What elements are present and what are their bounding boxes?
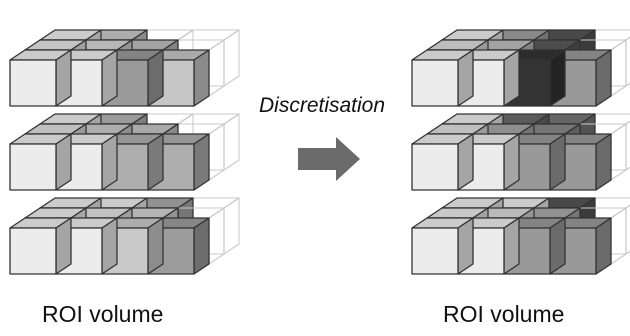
voxel-side-face (147, 49, 164, 107)
voxel-side-face (595, 133, 612, 191)
voxel-side-face (503, 49, 520, 107)
voxel-front-face (411, 227, 459, 275)
voxel-front-face (9, 227, 57, 275)
voxel-side-face (595, 49, 612, 107)
roi-slice-2 (9, 113, 240, 191)
roi-slice-2 (411, 113, 630, 191)
roi-slice-1 (9, 29, 240, 107)
voxel-front-1 (411, 217, 474, 275)
voxel-side-face (55, 133, 72, 191)
voxel-side-face (549, 217, 566, 275)
voxel-side-face (223, 197, 240, 255)
voxel-side-face (55, 217, 72, 275)
voxel-side-face (193, 49, 210, 107)
roi-slice-1 (411, 29, 630, 107)
voxel-side-face (549, 49, 566, 107)
voxel-side-face (503, 133, 520, 191)
voxel-front-1 (9, 49, 72, 107)
voxel-side-face (193, 217, 210, 275)
right-roi-caption: ROI volume (443, 301, 565, 327)
voxel-side-face (595, 217, 612, 275)
right-roi-volume (411, 29, 630, 275)
roi-slice-3 (9, 197, 240, 275)
voxel-side-face (625, 204, 630, 255)
voxel-side-face (503, 217, 520, 275)
voxel-front-face (9, 143, 57, 191)
voxel-side-face (147, 133, 164, 191)
voxel-front-1 (9, 217, 72, 275)
voxel-side-face (208, 207, 225, 265)
voxel-front-face (9, 59, 57, 107)
voxel-side-face (457, 217, 474, 275)
voxel-side-face (223, 29, 240, 87)
voxel-side-face (208, 123, 225, 181)
voxel-side-face (549, 133, 566, 191)
left-roi-caption: ROI volume (42, 301, 164, 327)
voxel-top-face (177, 29, 240, 41)
voxel-side-face (55, 49, 72, 107)
discretisation-arrow-icon (298, 137, 360, 181)
voxel-side-face (208, 39, 225, 97)
voxel-side-face (223, 113, 240, 171)
voxel-front-1 (411, 133, 474, 191)
voxel-front-1 (9, 133, 72, 191)
voxel-side-face (625, 120, 630, 171)
voxel-side-face (457, 133, 474, 191)
voxel-side-face (610, 123, 627, 181)
left-roi-volume (9, 29, 240, 275)
voxel-side-face (101, 133, 118, 191)
discretisation-label: Discretisation (259, 94, 386, 117)
voxel-side-face (101, 49, 118, 107)
voxel-front-1 (411, 49, 474, 107)
voxel-front-face (411, 143, 459, 191)
voxel-side-face (193, 133, 210, 191)
voxel-side-face (610, 207, 627, 265)
voxel-front-face (411, 59, 459, 107)
voxel-side-face (101, 217, 118, 275)
voxel-side-face (625, 36, 630, 87)
voxel-top-face (177, 113, 240, 125)
roi-slice-3 (411, 197, 630, 275)
voxel-side-face (457, 49, 474, 107)
voxel-side-face (147, 217, 164, 275)
voxel-side-face (610, 39, 627, 97)
